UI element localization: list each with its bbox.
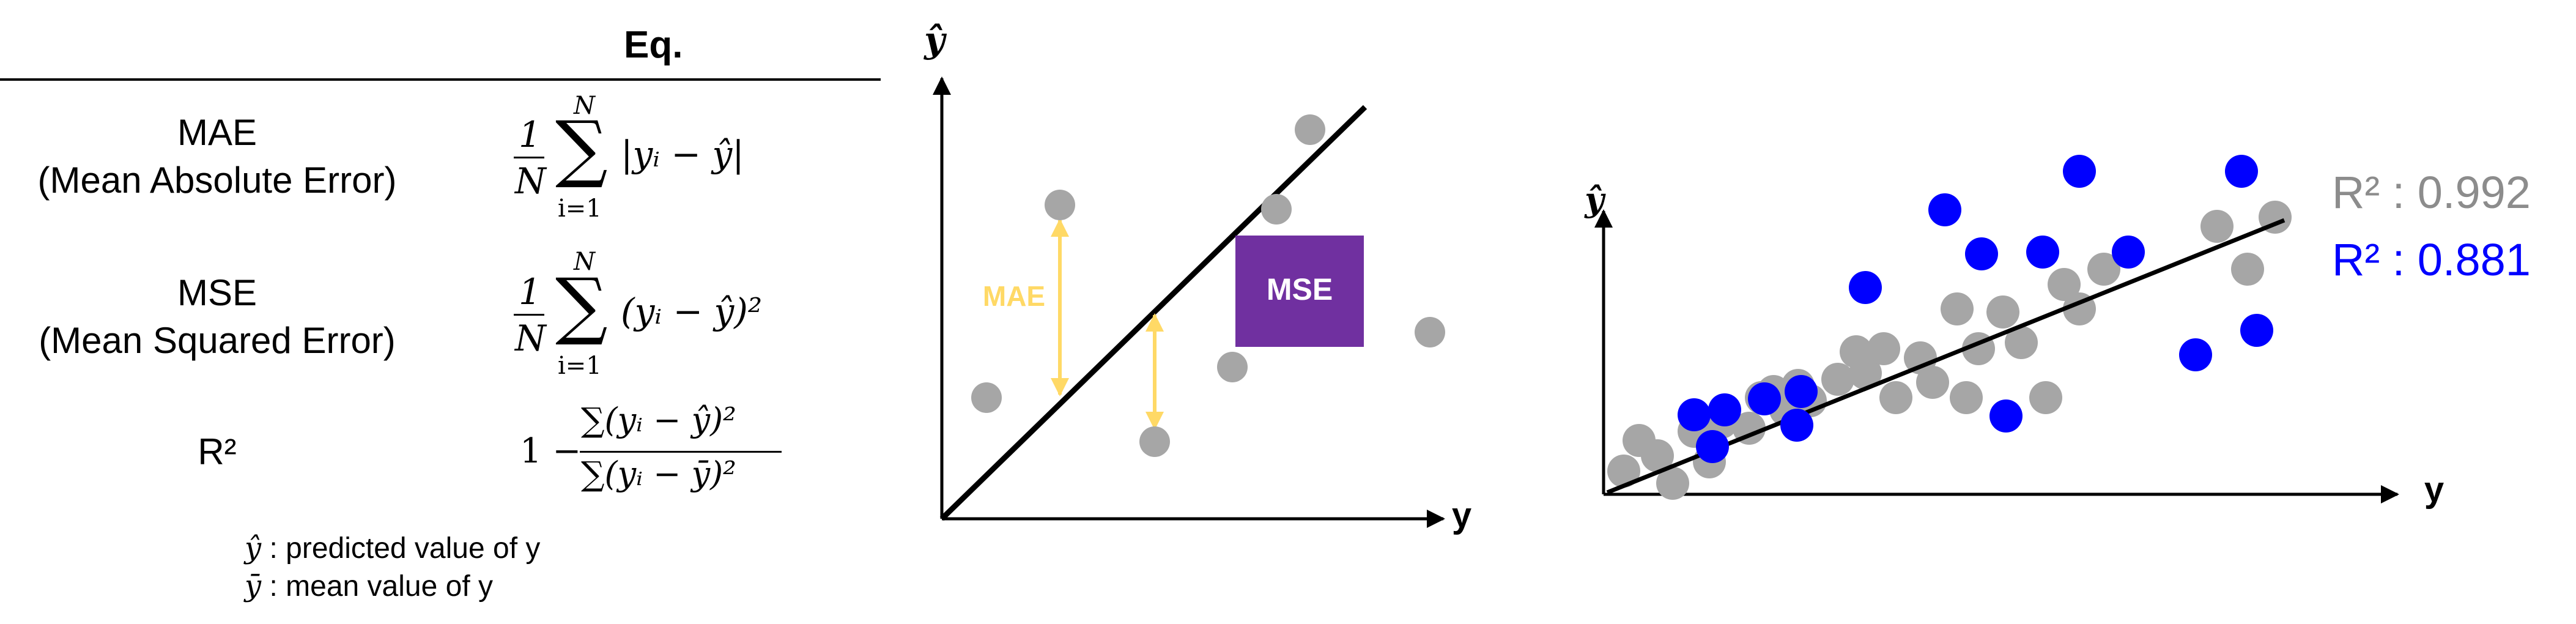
mse-frac-num: 1: [519, 271, 541, 313]
y-label: y: [1452, 496, 1471, 535]
mae-label: MAE: [983, 280, 1045, 312]
yhat-symbol: ŷ: [245, 531, 262, 565]
blue-point: [1785, 375, 1818, 408]
blue-point: [2063, 155, 2096, 188]
legend-ybar: ȳ : mean value of y: [245, 569, 493, 603]
gray-point: [1623, 424, 1656, 457]
blue-point: [1780, 409, 1813, 442]
point: [1295, 114, 1325, 145]
gray-point: [1941, 292, 1974, 325]
mse-sum-upper: N: [574, 248, 595, 276]
gray-point: [1867, 332, 1900, 365]
point: [971, 382, 1002, 413]
yhat-desc: : predicted value of y: [261, 532, 541, 565]
r2-row-label: R²: [18, 428, 416, 476]
point: [1217, 352, 1248, 382]
gray-point: [1607, 455, 1640, 488]
mse-row-label: MSE (Mean Squared Error): [18, 269, 416, 365]
blue-point: [1748, 382, 1781, 415]
blue-point: [2225, 155, 2258, 188]
mae-frac-den: N: [515, 160, 546, 202]
gray-point: [1879, 381, 1912, 414]
r2-scatter: ŷ y R² : 0.992 R² : 0.881: [1584, 155, 2531, 510]
mae-frac-bar: [514, 157, 544, 158]
gray-point: [1950, 381, 1983, 414]
r2-numerator: ∑(yᵢ − ŷ)²: [581, 401, 736, 439]
blue-point: [2240, 314, 2273, 347]
gray-point: [2231, 253, 2264, 286]
point: [1261, 194, 1292, 225]
point: [1139, 426, 1170, 457]
legend-yhat: ŷ : predicted value of y: [245, 531, 540, 565]
mae-frac-num: 1: [519, 114, 541, 155]
gray-point: [2087, 253, 2120, 286]
gray-point: [2005, 326, 2038, 359]
mae-row-label: MAE (Mean Absolute Error): [18, 109, 416, 204]
gray-point: [2200, 210, 2234, 243]
mse-desc: (Mean Squared Error): [39, 320, 396, 361]
y-hat-label-2: ŷ: [1584, 180, 1606, 219]
gray-point: [1916, 366, 1949, 399]
r2-name: R²: [198, 431, 237, 472]
gray-point: [1821, 363, 1854, 396]
blue-point: [1696, 430, 1729, 463]
mae-desc: (Mean Absolute Error): [37, 160, 397, 201]
mae-body: |yᵢ − ŷ|: [621, 133, 744, 175]
mse-formula: 1 N N ∑ i=1 (yᵢ − ŷ)²: [514, 248, 771, 395]
blue-point: [2112, 236, 2145, 269]
mae-formula: 1 N N ∑ i=1 |yᵢ − ŷ|: [514, 92, 771, 232]
ybar-symbol: ȳ: [245, 569, 262, 603]
gray-point: [2048, 268, 2081, 301]
eq-header: Eq.: [624, 24, 683, 66]
blue-point: [1965, 237, 1998, 270]
blue-point: [1989, 399, 2023, 433]
header-rule: [0, 78, 881, 81]
blue-point: [1928, 193, 1961, 226]
mse-name: MSE: [177, 272, 257, 313]
fit-line: [939, 105, 1368, 521]
blue-point: [1849, 271, 1882, 304]
ybar-desc: : mean value of y: [261, 570, 493, 603]
r2-denominator: ∑(yᵢ − ȳ)²: [581, 455, 736, 493]
point: [1045, 190, 1075, 220]
mse-body: (yᵢ − ŷ)²: [621, 291, 763, 332]
mae-sum-upper: N: [574, 92, 595, 120]
gray-point: [1840, 335, 1873, 368]
blue-point: [2026, 236, 2059, 269]
blue-point: [2179, 338, 2212, 371]
mse-box-label: MSE: [1267, 272, 1333, 306]
mse-frac-bar: [514, 314, 544, 316]
mae-name: MAE: [177, 112, 257, 153]
r2-gray-label: R² : 0.992: [2332, 167, 2531, 218]
mse-box: [1235, 236, 1364, 347]
r2-formula: 1 − ∑(yᵢ − ŷ)² ∑(yᵢ − ȳ)²: [520, 401, 789, 499]
mse-sum-sign: ∑: [555, 263, 608, 348]
y-label-2: y: [2424, 470, 2444, 510]
mse-sum-lower: i=1: [558, 352, 602, 380]
blue-point: [1708, 393, 1741, 426]
r2-one: 1 −: [520, 431, 582, 471]
mae-sum-sign: ∑: [555, 106, 608, 191]
mse-frac-den: N: [515, 318, 546, 359]
mae-sum-lower: i=1: [558, 195, 602, 223]
blue-series: [1678, 155, 2273, 463]
blue-point: [1678, 398, 1711, 431]
gray-point: [1904, 341, 1937, 374]
point: [1415, 317, 1445, 347]
gray-point: [2029, 381, 2062, 414]
gray-point: [1656, 467, 1689, 500]
r2-blue-label: R² : 0.881: [2332, 234, 2531, 285]
gray-point: [1986, 295, 2019, 329]
r2-frac-bar: [580, 451, 782, 453]
y-hat-label: ŷ: [923, 19, 947, 61]
error-diagram: ŷ y MSE MAE: [923, 19, 1471, 535]
